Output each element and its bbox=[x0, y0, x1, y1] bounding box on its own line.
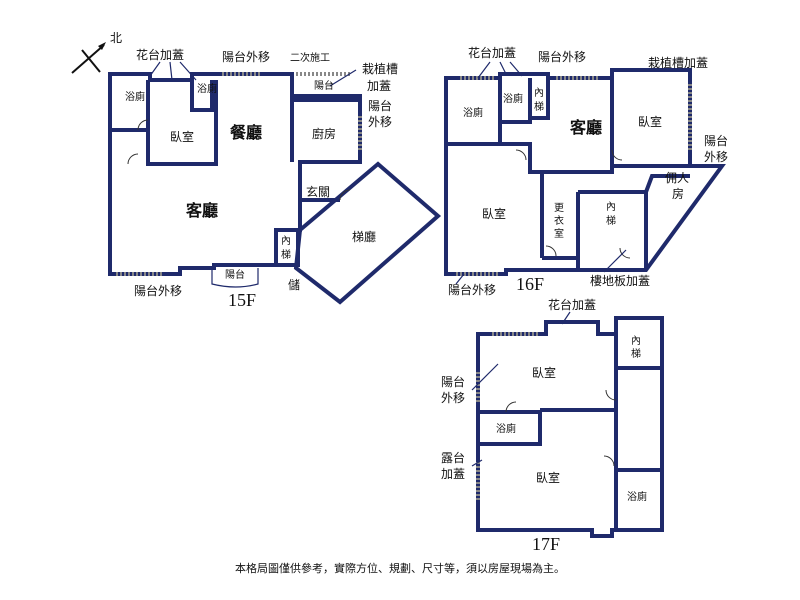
f15-label-inner-stair1: 內 bbox=[281, 235, 291, 247]
f15-label-entry: 玄關 bbox=[306, 184, 330, 199]
f17-balcony-leader bbox=[471, 363, 499, 391]
f16-label-balcony-bottom: 陽台外移 bbox=[448, 282, 496, 297]
f15-label-living: 客廳 bbox=[186, 201, 218, 220]
f16-closet-wall bbox=[540, 172, 648, 270]
f16-label-inner-stair2: 梯 bbox=[534, 100, 544, 113]
f15-door-entry bbox=[339, 189, 351, 201]
f15-label-balcony-top: 陽台外移 bbox=[222, 49, 270, 64]
f15-label-bath2: 浴廁 bbox=[197, 82, 217, 95]
f16-label-closet1: 更 bbox=[554, 202, 564, 214]
f16-label-planter-top: 栽植槽加蓋 bbox=[648, 55, 708, 70]
f15-door-bedroom bbox=[127, 153, 139, 165]
f16-label-bath2: 浴廁 bbox=[503, 92, 523, 105]
f16-label-living: 客廳 bbox=[570, 118, 602, 137]
f15-label-second-work: 二次施工 bbox=[290, 51, 330, 64]
f16-floor-name: 16F bbox=[516, 274, 544, 294]
compass-arrow bbox=[71, 44, 105, 74]
f15-label-kitchen: 廚房 bbox=[312, 126, 336, 141]
f17-door1 bbox=[505, 401, 517, 413]
f16-label-closet2: 衣 bbox=[554, 214, 564, 227]
f15-label-dining: 餐廳 bbox=[229, 123, 262, 142]
f15-label-storage: 儲 bbox=[288, 278, 300, 292]
f15-label-balcony-bottom: 陽台外移 bbox=[134, 283, 182, 298]
f16-label-bedroom1: 臥室 bbox=[638, 114, 662, 129]
f16-label-inner-stair4: 梯 bbox=[606, 214, 616, 227]
f16-outer-wall bbox=[444, 68, 726, 276]
f15-label-planter: 栽植槽 bbox=[362, 61, 398, 76]
f17-terrace-leader bbox=[471, 459, 483, 467]
f16-label-flower-top: 花台加蓋 bbox=[468, 45, 516, 60]
f15-label-bedroom: 臥室 bbox=[170, 129, 194, 144]
compass-arrowhead bbox=[98, 42, 106, 50]
f16-door1 bbox=[515, 149, 527, 161]
f15-kitchen-wall bbox=[290, 96, 360, 162]
f15-label-flower-top: 花台加蓋 bbox=[136, 47, 184, 62]
f16-bath2-wall bbox=[500, 78, 550, 124]
f16-label-floor-slab: 樓地板加蓋 bbox=[590, 273, 650, 288]
f17-label-bedroom2: 臥室 bbox=[536, 470, 560, 485]
f15-label-stair-hall: 梯廳 bbox=[352, 229, 376, 244]
f16-label-inner-stair1: 內 bbox=[534, 87, 544, 99]
f16-label-balcony-right2: 外移 bbox=[704, 150, 728, 164]
f16-door4 bbox=[619, 247, 631, 259]
f17-label-inner-stair2: 梯 bbox=[631, 347, 641, 360]
f17-label-bath2: 浴廁 bbox=[627, 490, 647, 503]
f17-label-terrace2: 加蓋 bbox=[441, 467, 465, 481]
f16-label-inner-stair3: 內 bbox=[606, 201, 616, 213]
f17-bedroom1-wall bbox=[478, 408, 616, 446]
f16-living-wall bbox=[500, 78, 614, 174]
f16-label-maid2: 房 bbox=[672, 186, 684, 201]
f15-stair-hall-wall bbox=[293, 161, 442, 305]
f17-label-bedroom1: 臥室 bbox=[532, 365, 556, 380]
f15-flower-leader bbox=[149, 61, 197, 81]
f16-door2 bbox=[611, 149, 623, 161]
f16-door3 bbox=[545, 245, 557, 257]
f15-label-balcony-right1: 陽台 bbox=[368, 98, 392, 113]
f15-label-balcony-bottom-small: 陽台 bbox=[225, 268, 245, 281]
f16-balcony-leader bbox=[455, 273, 465, 285]
f17-label-balcony-left1: 陽台 bbox=[441, 374, 465, 389]
f17-label-flower-top: 花台加蓋 bbox=[548, 297, 596, 312]
f17-door2 bbox=[603, 455, 615, 467]
f15-floor-name: 15F bbox=[228, 290, 256, 310]
f17-label-balcony-left2: 外移 bbox=[441, 391, 465, 405]
f17-label-terrace1: 露台 bbox=[441, 450, 465, 465]
floor-17f: 花台加蓋 內 梯 陽台 外移 臥室 浴廁 露台 加蓋 臥室 浴廁 17F bbox=[441, 297, 664, 554]
f16-flower-leader bbox=[477, 61, 523, 79]
f16-label-closet3: 室 bbox=[554, 227, 564, 240]
compass-cross bbox=[81, 49, 101, 73]
compass-label: 北 bbox=[110, 31, 122, 45]
f17-flower-leader bbox=[561, 311, 571, 325]
f16-slab-leader bbox=[603, 249, 627, 273]
f15-label-balcony-right2: 外移 bbox=[368, 115, 392, 129]
f15-label-bath: 浴廁 bbox=[125, 90, 145, 103]
f16-label-balcony-right1: 陽台 bbox=[704, 133, 728, 148]
f16-label-bath1: 浴廁 bbox=[463, 106, 483, 119]
f15-small-bath-wall bbox=[190, 80, 214, 112]
f15-door-bath bbox=[137, 119, 149, 131]
f17-label-inner-stair1: 內 bbox=[631, 335, 641, 347]
f16-maid-wall bbox=[644, 174, 690, 193]
f16-label-balcony-top: 陽台外移 bbox=[538, 49, 586, 64]
f17-label-bath1: 浴廁 bbox=[496, 422, 516, 435]
f15-label-inner-stair2: 梯 bbox=[281, 248, 291, 261]
floor-15f: 花台加蓋 浴廁 浴廁 臥室 餐廳 陽台外移 二次施工 陽台 栽植槽 加蓋 陽台 … bbox=[108, 47, 442, 310]
f15-label-planter2: 加蓋 bbox=[367, 79, 391, 93]
north-compass: 北 bbox=[71, 31, 122, 74]
f15-label-balcony-small: 陽台 bbox=[314, 79, 334, 92]
f17-floor-name: 17F bbox=[532, 534, 560, 554]
f17-door3 bbox=[605, 389, 617, 401]
floor-16f: 花台加蓋 陽台外移 栽植槽加蓋 浴廁 浴廁 內 梯 客廳 臥室 陽台 外移 佣人… bbox=[444, 45, 728, 297]
f15-bottom-balcony bbox=[211, 268, 259, 288]
footer-note: 本格局圖僅供參考，實際方位、規劃、尺寸等，須以房屋現場為主。 bbox=[235, 561, 565, 575]
f17-right-column-wall bbox=[614, 334, 662, 530]
f16-label-bedroom2: 臥室 bbox=[482, 206, 506, 221]
f16-label-maid1: 佣人 bbox=[665, 171, 689, 185]
f15-bedroom-wall bbox=[110, 80, 218, 166]
f15-planter-leader bbox=[329, 69, 357, 87]
